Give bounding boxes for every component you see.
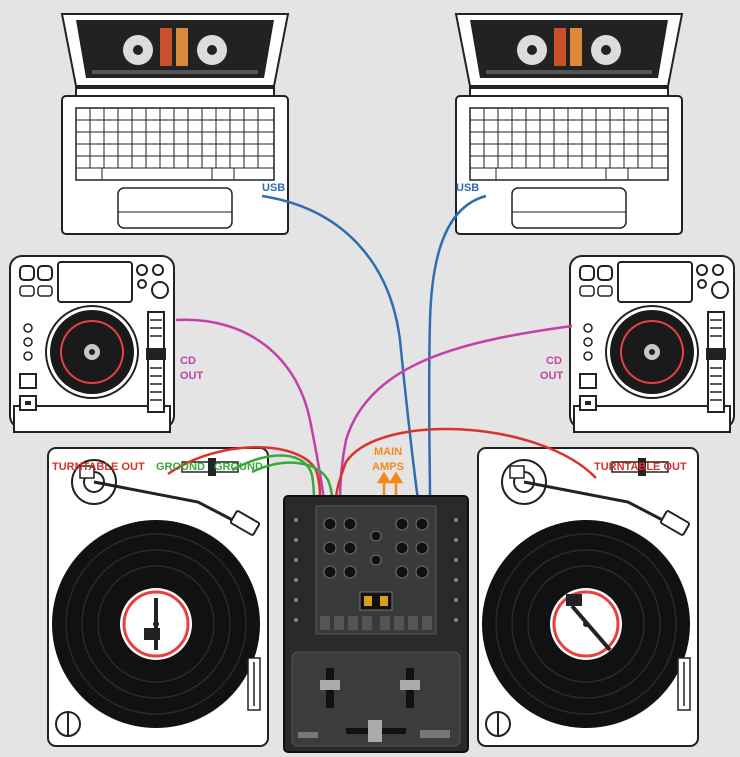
usb-label-right: USB bbox=[456, 182, 479, 194]
turntable-out-cable-left bbox=[167, 446, 322, 501]
cd-player-left bbox=[9, 255, 175, 433]
turntable-out-label-left: TURNTABLE OUT bbox=[52, 461, 145, 473]
laptop-right bbox=[455, 13, 683, 235]
main-amps-label-line1: MAIN bbox=[374, 446, 402, 458]
turntable-right bbox=[476, 446, 700, 748]
usb-cable-left bbox=[261, 194, 420, 501]
ground-label-1: GROUND bbox=[156, 461, 205, 473]
usb-label-left: USB bbox=[262, 182, 285, 194]
ground-cable-left-1 bbox=[231, 454, 316, 501]
cd-player-right bbox=[569, 255, 735, 433]
laptop-left bbox=[61, 13, 289, 235]
main-amps-label-line2: AMPS bbox=[372, 461, 404, 473]
usb-cable-right bbox=[427, 194, 487, 501]
ground-label-2: GROUND bbox=[214, 461, 263, 473]
turntable-out-cable-right bbox=[334, 427, 597, 501]
cd-out-label-right-line1: CD bbox=[546, 355, 562, 367]
cd-out-label-left-line2: OUT bbox=[180, 370, 204, 382]
cd-out-cable-left bbox=[175, 318, 326, 501]
cd-out-label-left-line1: CD bbox=[180, 355, 196, 367]
cd-out-label-right-line2: OUT bbox=[540, 370, 564, 382]
turntable-out-label-right: TURNTABLE OUT bbox=[594, 461, 687, 473]
turntable-left-label-marks bbox=[144, 598, 160, 650]
turntable-right-label-marks bbox=[566, 594, 612, 652]
cables bbox=[167, 194, 597, 501]
turntable-left bbox=[46, 446, 270, 748]
dj-mixer bbox=[283, 495, 469, 753]
main-amps-arrows bbox=[376, 471, 404, 496]
